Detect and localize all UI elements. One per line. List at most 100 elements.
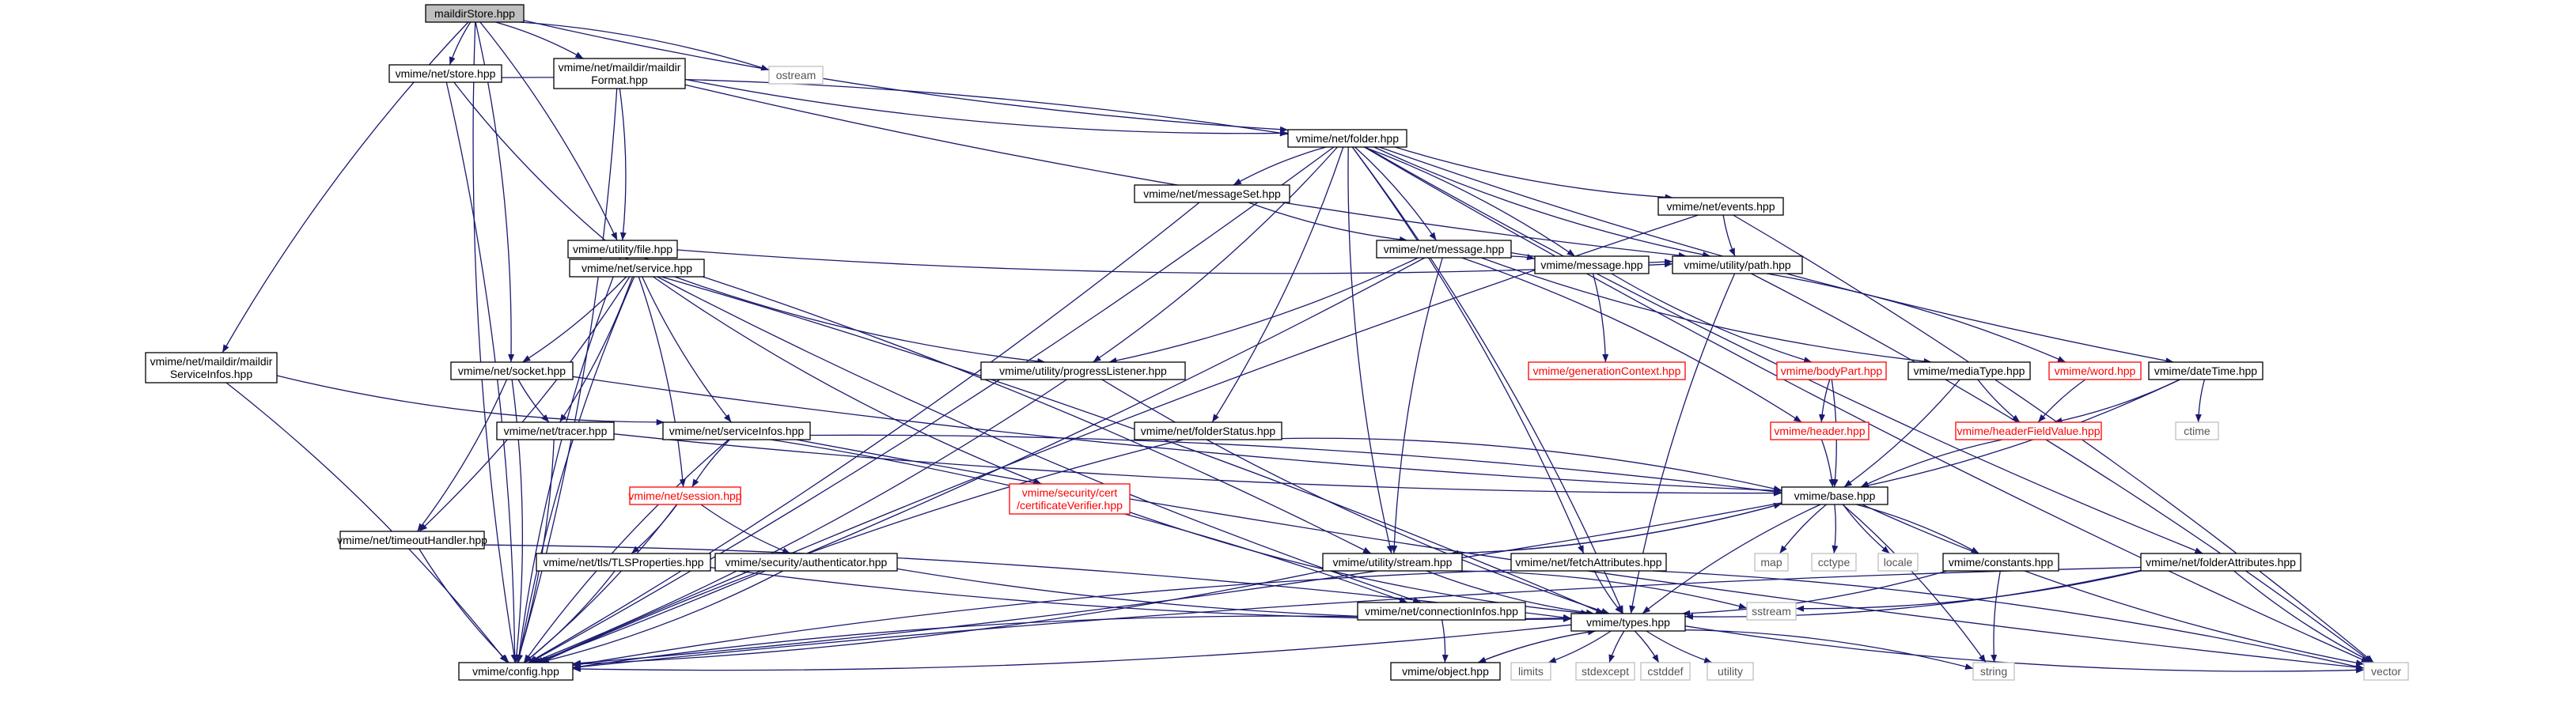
node-label: vmime/message.hpp (1540, 259, 1642, 271)
node-label: vmime/word.hpp (2055, 365, 2136, 377)
node-box (388, 64, 502, 83)
node-generationContext[interactable]: vmime/generationContext.hpp (1528, 361, 1686, 380)
edge-fetchAttributes-to-vector (1652, 570, 2365, 670)
node-box (1877, 553, 1919, 572)
node-serviceInfosMaildir[interactable]: vmime/net/maildir/maildirServiceInfos.hp… (145, 352, 278, 383)
node-config[interactable]: vmime/config.hpp (458, 662, 574, 681)
node-box (2140, 553, 2301, 572)
node-timeoutHandler[interactable]: vmime/net/timeoutHandler.hpp (337, 531, 487, 550)
node-cstddef: cstddef (1640, 662, 1691, 681)
node-box (2148, 361, 2263, 380)
node-tlsProps[interactable]: vmime/net/tls/TLSProperties.hpp (536, 553, 711, 572)
node-label: vmime/net/messageSet.hpp (1143, 187, 1281, 200)
node-serviceInfos[interactable]: vmime/net/serviceInfos.hpp (662, 421, 811, 440)
node-authenticator[interactable]: vmime/security/authenticator.hpp (714, 553, 898, 572)
edge-headerFieldValue-to-base (1860, 439, 2003, 488)
node-store[interactable]: vmime/net/store.hpp (388, 64, 502, 83)
node-certVerifier[interactable]: vmime/security/cert/certificateVerifier.… (1009, 483, 1131, 515)
node-label: vmime/net/store.hpp (396, 67, 496, 80)
node-base[interactable]: vmime/base.hpp (1781, 486, 1888, 505)
node-mediaType[interactable]: vmime/mediaType.hpp (1907, 361, 2031, 380)
edge-netMessage-to-header (1461, 257, 1802, 423)
node-box (1287, 129, 1407, 148)
node-label: vmime/net/maildir/maildir (559, 61, 681, 74)
edge-header-to-base (1820, 439, 1835, 488)
node-constants[interactable]: vmime/constants.hpp (1942, 553, 2059, 572)
node-box (1754, 553, 1789, 572)
node-dateTime[interactable]: vmime/dateTime.hpp (2148, 361, 2263, 380)
edge-dateTime-to-headerFieldValue (2054, 379, 2180, 424)
node-label: ctime (2184, 425, 2210, 437)
node-tracer[interactable]: vmime/net/tracer.hpp (496, 421, 615, 440)
edge-service-to-certVerifier (653, 276, 1042, 485)
edge-types-to-limits (1547, 630, 1612, 663)
node-utilFile[interactable]: vmime/utility/file.hpp (567, 240, 678, 259)
node-maildirStore[interactable]: maildirStore.hpp (425, 4, 525, 23)
edge-maildirFormat-to-path (684, 84, 1687, 259)
node-box (2175, 421, 2219, 440)
node-folderAttributes[interactable]: vmime/net/folderAttributes.hpp (2140, 553, 2301, 572)
edge-session-to-authenticator (700, 504, 791, 554)
edge-netMessage-to-message (1510, 254, 1536, 260)
node-cctype: cctype (1811, 553, 1857, 572)
edge-serviceInfosMaildir-to-serviceInfos (276, 375, 665, 425)
node-label: vmime/net/connectionInfos.hpp (1365, 605, 1518, 618)
edge-serviceInfos-to-base (809, 434, 1782, 495)
edge-folderAttributes-to-vector (2233, 570, 2373, 663)
node-box (1811, 553, 1857, 572)
node-fetchAttributes[interactable]: vmime/net/fetchAttributes.hpp (1510, 553, 1667, 572)
node-box (450, 361, 574, 380)
node-folder[interactable]: vmime/net/folder.hpp (1287, 129, 1407, 148)
edge-maildirFormat-to-folder (684, 78, 1289, 137)
edge-tracer-to-config (516, 439, 555, 663)
node-connectionInfos[interactable]: vmime/net/connectionInfos.hpp (1357, 602, 1526, 621)
node-label: vmime/net/serviceInfos.hpp (669, 425, 805, 437)
node-label: vmime/utility/progressListener.hpp (999, 365, 1167, 377)
edge-progressListener-to-config (532, 379, 1067, 663)
edge-serviceInfosMaildir-to-config (225, 382, 508, 663)
node-events[interactable]: vmime/net/events.hpp (1657, 197, 1784, 216)
edge-events-to-path (1722, 214, 1736, 257)
node-box (536, 553, 711, 572)
node-object[interactable]: vmime/object.hpp (1390, 662, 1501, 681)
edge-store-to-service (453, 81, 629, 260)
node-messageSet[interactable]: vmime/net/messageSet.hpp (1134, 184, 1290, 203)
node-box (1955, 421, 2102, 440)
dependency-edges (222, 20, 2374, 674)
node-stream[interactable]: vmime/utility/stream.hpp (1322, 553, 1463, 572)
edge-folder-to-config (528, 146, 1335, 663)
node-bodyPart[interactable]: vmime/bodyPart.hpp (1776, 361, 1887, 380)
node-label: /certificateVerifier.hpp (1017, 499, 1123, 512)
edge-stream-to-config (572, 570, 1324, 667)
node-box (1746, 602, 1797, 621)
edge-base-to-config (572, 502, 1782, 667)
node-session[interactable]: vmime/net/session.hpp (628, 486, 742, 505)
node-label: cstddef (1647, 665, 1683, 678)
node-types[interactable]: vmime/types.hpp (1570, 613, 1686, 632)
node-message[interactable]: vmime/message.hpp (1534, 255, 1650, 274)
node-label: ostream (776, 69, 816, 81)
node-word[interactable]: vmime/word.hpp (2048, 361, 2142, 380)
node-path[interactable]: vmime/utility/path.hpp (1672, 255, 1803, 274)
edge-message-to-bodyPart (1611, 273, 1813, 363)
node-service[interactable]: vmime/net/service.hpp (569, 259, 705, 278)
edge-serviceInfos-to-session (691, 439, 730, 488)
node-header[interactable]: vmime/header.hpp (1770, 421, 1869, 440)
node-box (425, 4, 525, 23)
edge-messageSet-to-netMessage (1248, 202, 1408, 243)
edge-service-to-connectionInfos (657, 276, 1422, 603)
edge-folder-to-path (1373, 146, 1711, 258)
node-label: vmime/utility/file.hpp (573, 243, 672, 255)
node-box (1907, 361, 2031, 380)
node-headerFieldValue[interactable]: vmime/headerFieldValue.hpp (1955, 421, 2102, 440)
node-box (1357, 602, 1526, 621)
node-netMessage[interactable]: vmime/net/message.hpp (1376, 240, 1512, 259)
node-progressListener[interactable]: vmime/utility/progressListener.hpp (980, 361, 1186, 380)
edge-maildirFormat-to-utilFile (619, 88, 627, 241)
node-box (1672, 255, 1803, 274)
node-socket[interactable]: vmime/net/socket.hpp (450, 361, 574, 380)
edge-utilFile-to-stream (643, 257, 1372, 554)
node-folderStatus[interactable]: vmime/net/folderStatus.hpp (1134, 421, 1282, 440)
node-box (1570, 613, 1686, 632)
